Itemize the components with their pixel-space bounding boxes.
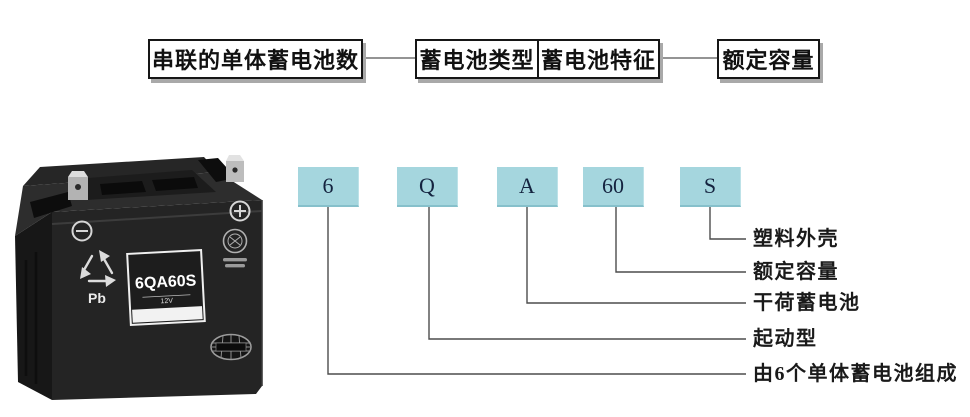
model-text: 6QA60S xyxy=(135,272,198,292)
code-box-a: A xyxy=(497,167,558,207)
terminal-recess-left xyxy=(30,192,72,218)
badge-caption-line-1 xyxy=(223,258,247,262)
flow-box-battery-feature: 蓄电池特征 xyxy=(537,41,658,77)
label-plastic-case: 塑料外壳 xyxy=(753,228,839,250)
badge-caption-line-2 xyxy=(225,264,245,268)
handle-vent-left xyxy=(100,181,146,195)
wire-code-6 xyxy=(327,207,746,375)
plus-icon xyxy=(229,200,251,222)
label-six-cells: 由6个单体蓄电池组成 xyxy=(753,363,958,385)
wire-code-q xyxy=(428,207,746,340)
minus-icon xyxy=(71,220,93,242)
brand-logo-icon xyxy=(210,333,252,361)
wire-code-60 xyxy=(615,207,746,273)
label-starting-type: 起动型 xyxy=(753,328,818,350)
voltage-text: 12V xyxy=(160,298,173,306)
battery-side-face xyxy=(15,212,52,400)
side-ribs xyxy=(24,252,38,384)
flow-box-rated-capacity: 额定容量 xyxy=(717,39,820,79)
handle-vent-right xyxy=(152,177,198,191)
battery-svg: Pb 6QA60S 12V xyxy=(15,155,263,400)
flow-box-type-feature-group: 蓄电池类型 蓄电池特征 xyxy=(415,39,660,79)
recycle-icon xyxy=(80,250,116,287)
model-label-panel: 6QA60S 12V xyxy=(126,249,206,326)
flow-box-series-count: 串联的单体蓄电池数 xyxy=(148,39,363,79)
code-box-60: 60 xyxy=(583,167,644,207)
certification-badge-icon xyxy=(222,228,248,254)
label-dry-charged: 干荷蓄电池 xyxy=(753,292,861,314)
wire-code-a xyxy=(526,207,746,304)
code-box-6: 6 xyxy=(298,167,359,207)
code-box-s: S xyxy=(680,167,741,207)
label-rated-capacity: 额定容量 xyxy=(753,261,839,283)
battery-illustration: Pb 6QA60S 12V xyxy=(12,140,277,410)
wire-code-s xyxy=(709,207,746,240)
positive-terminal-post xyxy=(226,155,244,182)
code-box-q: Q xyxy=(397,167,458,207)
pb-label: Pb xyxy=(88,290,106,306)
flow-box-battery-type: 蓄电池类型 xyxy=(419,48,535,73)
negative-terminal-post xyxy=(68,171,88,200)
